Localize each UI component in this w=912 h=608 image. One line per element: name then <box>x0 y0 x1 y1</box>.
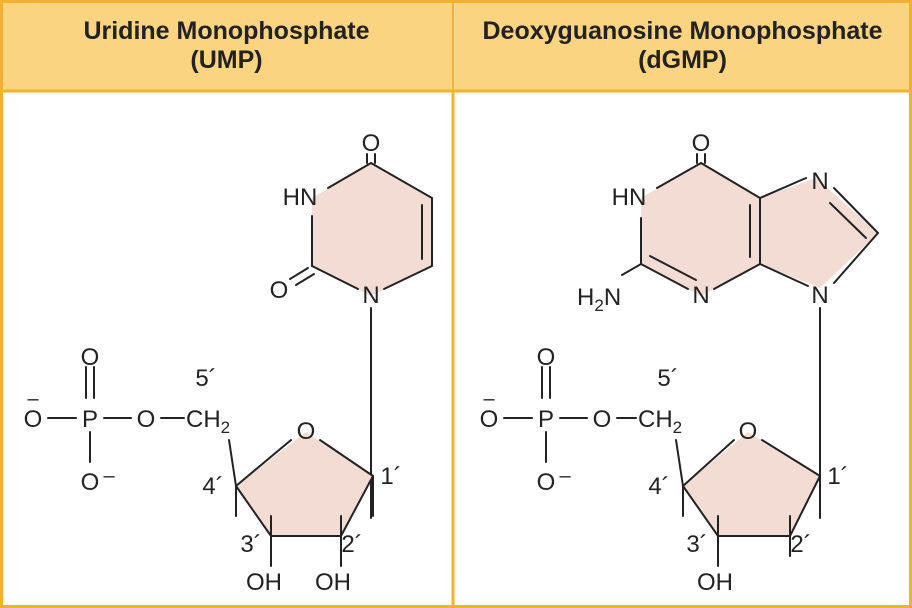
ump-c4-label: 4´ <box>202 473 223 500</box>
dgmp-c4-label: 4´ <box>648 473 669 500</box>
dgmp-deoxyribose-ring: O 5´ 4´ 1´ 3´ 2´ OH <box>648 365 848 596</box>
dgmp-p-top-o: O <box>537 344 556 371</box>
ump-uracil-ring: O HN O N <box>270 130 433 519</box>
ump-p-bottom-charge: – <box>103 465 115 487</box>
dgmp-title: Deoxyguanosine Monophosphate <box>482 17 883 45</box>
dgmp-c1-label: 1´ <box>827 463 848 490</box>
dgmp-p-left-charge: – <box>483 388 495 410</box>
ump-phosphate-group: O O – P O O – CH2 <box>24 344 230 496</box>
dgmp-ring-o: O <box>739 418 758 445</box>
dgmp-c3-label: 3´ <box>686 531 707 558</box>
ump-header: Uridine Monophosphate (UMP) <box>2 2 451 90</box>
dgmp-p-bottom-o: O <box>537 469 556 496</box>
ump-phosphorus: P <box>82 406 98 433</box>
ump-ch2: CH2 <box>186 406 230 437</box>
dgmp-carbonyl-o: O <box>692 130 711 157</box>
ump-c3-label: 3´ <box>240 531 261 558</box>
ump-top-carbonyl-o: O <box>362 130 381 157</box>
ump-2-oh: OH <box>315 569 351 596</box>
ump-c1-label: 1´ <box>380 463 401 490</box>
dgmp-amine: H2N <box>577 284 621 315</box>
dgmp-ch2: CH2 <box>638 406 682 437</box>
ump-p-left-charge: – <box>27 388 39 410</box>
ump-title: Uridine Monophosphate <box>83 17 370 45</box>
dgmp-p-bottom-charge: – <box>559 465 571 487</box>
dgmp-phosphate-group: O O – P O O – CH2 <box>480 344 682 496</box>
ump-nh: HN <box>283 184 318 211</box>
ump-ring-o: O <box>297 418 316 445</box>
ump-c5-label: 5´ <box>195 365 216 392</box>
dgmp-guanine-rings: O HN N N N H2N <box>577 130 879 519</box>
ump-p-bottom-o: O <box>81 469 100 496</box>
dgmp-abbreviation: (dGMP) <box>638 46 727 74</box>
ump-structure: O HN O N O 5´ 4´ 1 <box>24 130 433 596</box>
dgmp-n9: N <box>811 282 828 309</box>
dgmp-3-oh: OH <box>697 569 733 596</box>
dgmp-structure: O HN N N N H2N O 5 <box>480 130 879 596</box>
dgmp-p-left-o: O <box>480 406 499 433</box>
ump-3-oh: OH <box>246 569 282 596</box>
ump-abbreviation: (UMP) <box>190 46 263 74</box>
dgmp-phosphorus: P <box>538 406 554 433</box>
ump-p-left-o: O <box>24 406 43 433</box>
ump-p-top-o: O <box>81 344 100 371</box>
dgmp-n7: N <box>811 168 828 195</box>
dgmp-header: Deoxyguanosine Monophosphate (dGMP) <box>455 2 910 90</box>
ump-bottom-carbonyl-o: O <box>270 277 289 304</box>
ump-glycosidic-n: N <box>362 282 379 309</box>
dgmp-bridge-o: O <box>593 406 612 433</box>
ump-ribose-ring: O 5´ 4´ 1´ 3´ 2´ OH OH <box>195 365 401 596</box>
ump-bridge-o: O <box>137 406 156 433</box>
dgmp-c2-label: 2´ <box>790 531 811 558</box>
ump-c2-label: 2´ <box>341 531 362 558</box>
dgmp-nh: HN <box>612 184 647 211</box>
dgmp-c5-label: 5´ <box>657 365 678 392</box>
dgmp-n3: N <box>692 282 709 309</box>
